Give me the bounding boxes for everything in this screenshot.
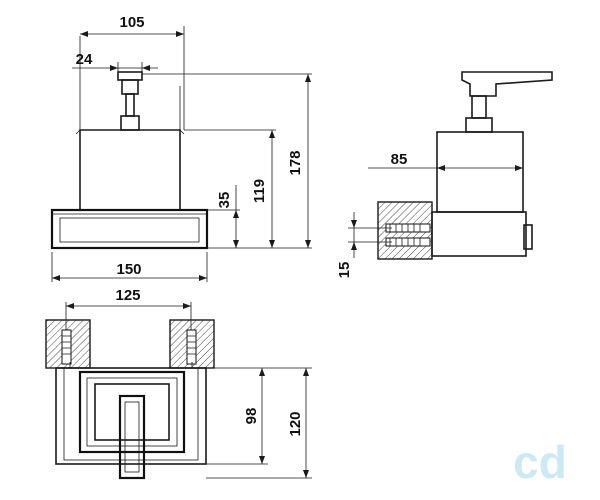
dim-mount-height: 15 xyxy=(336,262,353,279)
side-container xyxy=(436,131,524,213)
side-view: 85 15 xyxy=(336,71,553,279)
top-lever xyxy=(118,394,146,480)
base-holder xyxy=(50,208,209,250)
top-view: 125 98 120 xyxy=(45,287,312,480)
side-holder xyxy=(431,211,527,257)
dim-height-body: 119 xyxy=(251,179,268,203)
front-view: 105 24 150 178 119 35 xyxy=(50,14,312,282)
dim-mount-spacing: 125 xyxy=(115,287,140,304)
dim-depth-inner: 98 xyxy=(243,408,260,425)
pump-stem xyxy=(125,93,135,117)
dim-depth-side: 85 xyxy=(391,151,408,168)
top-container xyxy=(78,370,186,454)
watermark-logo: cd xyxy=(513,436,567,488)
dim-height-total: 178 xyxy=(287,150,304,175)
dim-base-width: 150 xyxy=(116,261,141,278)
container-body xyxy=(79,129,181,211)
dim-width-top: 105 xyxy=(119,14,144,31)
pump-cap xyxy=(117,71,143,81)
dim-pump-width: 24 xyxy=(76,51,93,68)
dim-height-base: 35 xyxy=(216,192,233,209)
pump-lever xyxy=(461,71,553,97)
dim-depth-total: 120 xyxy=(287,411,304,436)
